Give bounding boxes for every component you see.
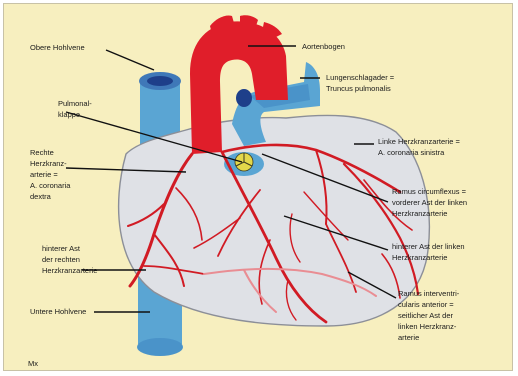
label-pulmonalklappe-line1: Pulmonal- [58,99,92,108]
label-obere-hohlvene: Obere Hohlvene [30,43,85,52]
corner-mark: Mx [28,359,38,368]
label-hinterer-rechts-line3: Herzkranzarterie [42,266,97,275]
label-hinterer-links-line1: hinterer Ast der linken [392,242,465,251]
label-ramus-interventricularis-line4: linken Herzkranz- [398,322,457,331]
label-lungenschlagader-line1: Lungenschlagader = [326,73,395,82]
heart-diagram: Obere Hohlvene Aortenbogen Lungenschlaga… [4,4,513,371]
heart-body [119,115,430,326]
label-rechte-kranz-line3: arterie = [30,170,58,179]
label-pulmonalklappe-line2: klappe [58,110,80,119]
pulmonary-valve [224,152,264,176]
label-ramus-circumflexus-line1: Ramus circumflexus = [392,187,467,196]
label-rechte-kranz-line4: A. coronaria [30,181,71,190]
label-lungenschlagader-line2: Truncus pulmonalis [326,84,391,93]
label-aortenbogen: Aortenbogen [302,42,345,51]
label-rechte-kranz-line1: Rechte [30,148,54,157]
label-hinterer-links-line2: Herzkranzarterie [392,253,447,262]
label-linke-kranz-line2: A. coronaria sinistra [378,148,445,157]
label-rechte-kranz-line2: Herzkranz- [30,159,67,168]
label-ramus-circumflexus-line2: vorderer Ast der linken [392,198,467,207]
label-rechte-kranz-line5: dextra [30,192,52,201]
label-ramus-interventricularis-line2: cularis anterior = [398,300,454,309]
label-hinterer-rechts-line1: hinterer Ast [42,244,81,253]
label-untere-hohlvene: Untere Hohlvene [30,307,86,316]
label-ramus-interventricularis-line3: seitlicher Ast der [398,311,454,320]
label-linke-kranz-line1: Linke Herzkranzarterie = [378,137,461,146]
label-ramus-interventricularis-line1: Ramus interventri- [398,289,460,298]
label-ramus-interventricularis-line5: arterie [398,333,419,342]
diagram-frame: Obere Hohlvene Aortenbogen Lungenschlaga… [3,3,513,371]
label-hinterer-rechts-line2: der rechten [42,255,80,264]
label-ramus-circumflexus-line3: Herzkranzarterie [392,209,447,218]
